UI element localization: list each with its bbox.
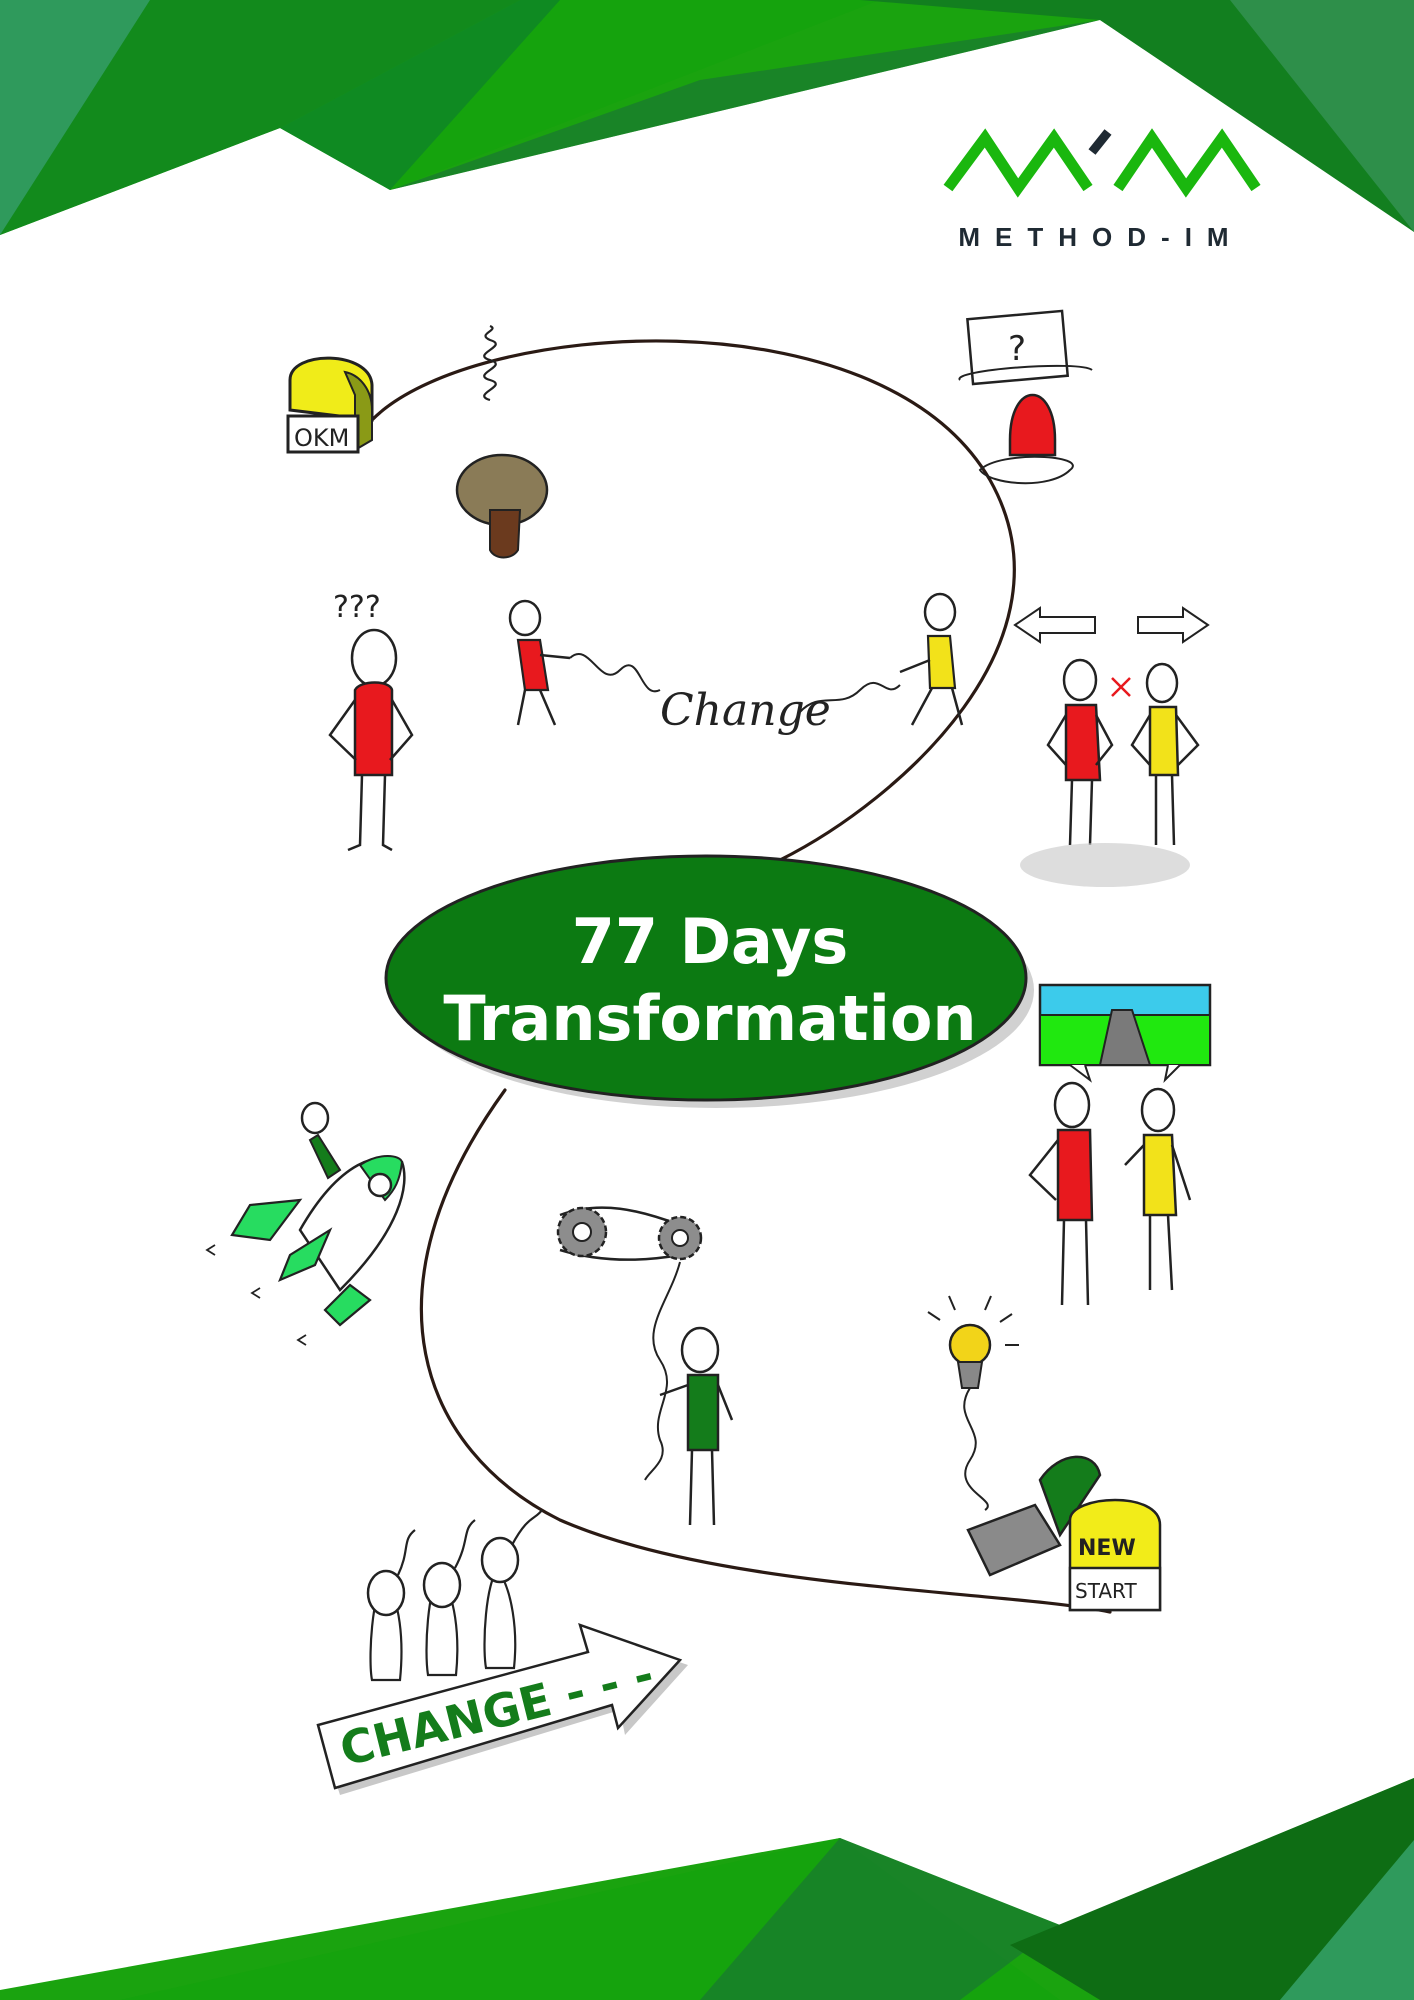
brand-logo-mark: [943, 128, 1261, 198]
vision-discussion-illustration: [1028, 983, 1212, 1306]
broken-idea-illustration: [455, 324, 549, 559]
new-start-illustration: NEW START: [927, 1295, 1162, 1612]
thinking-person-illustration: ?: [958, 309, 1093, 485]
bottom-corner-decoration: [0, 1778, 1414, 2000]
rocket-illustration: [205, 1101, 406, 1346]
title-block: 77 Days Transformation: [390, 860, 1030, 1100]
title-line-1: 77 Days: [571, 904, 849, 978]
question-mark-label: ?: [1008, 329, 1026, 369]
change-arrow-illustration: CHANGE - - -: [316, 1509, 688, 1795]
top-corner-decoration: [0, 0, 1414, 235]
okm-chest-illustration: OKM: [286, 356, 374, 454]
tug-change-label: Change: [660, 685, 831, 736]
start-label: START: [1075, 1579, 1137, 1603]
new-label: NEW: [1078, 1536, 1136, 1561]
confused-person-illustration: ???: [328, 590, 414, 852]
confused-marks-label: ???: [333, 590, 381, 625]
gears-person-illustration: [556, 1206, 734, 1526]
journey-path: [370, 339, 1112, 1614]
disagreement-illustration: [1013, 606, 1210, 887]
tug-of-war-illustration: Change: [508, 592, 964, 736]
okm-label: OKM: [294, 424, 349, 452]
title-ellipse: [384, 854, 1034, 1108]
title-line-2: Transformation: [443, 982, 977, 1055]
brand-name: METHOD-IM: [958, 222, 1244, 252]
